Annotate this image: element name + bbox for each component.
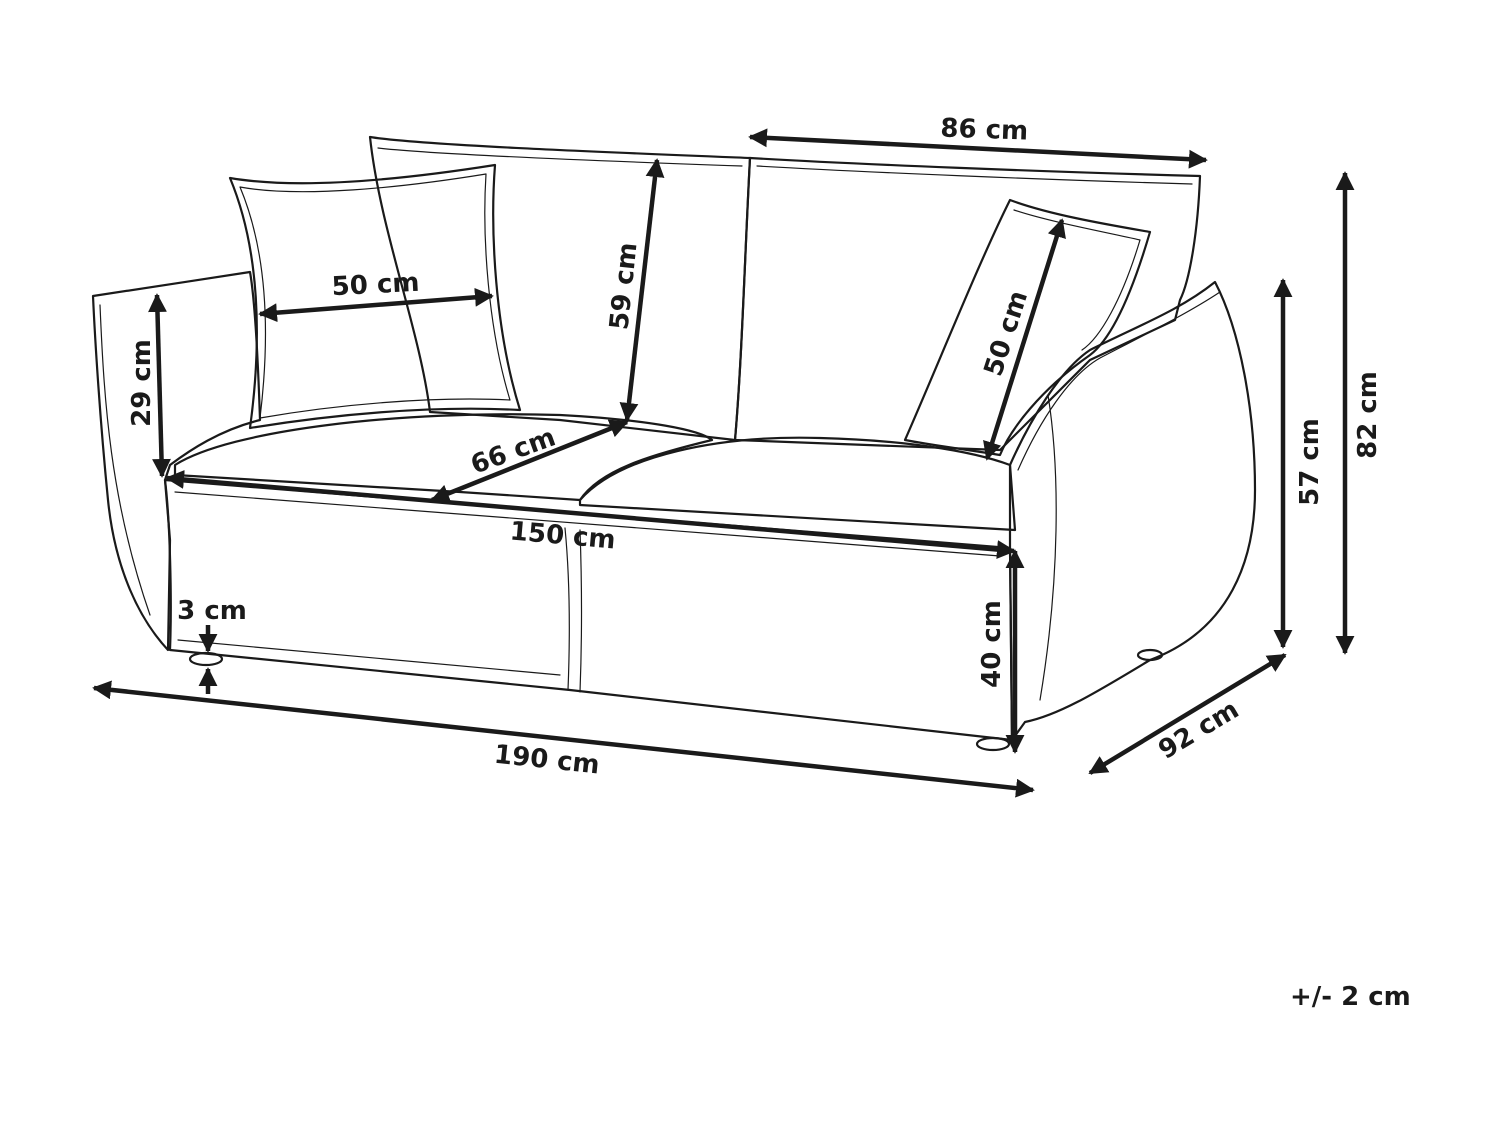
label-arm-total-height: 57 cm bbox=[1295, 418, 1325, 506]
arrow-150 bbox=[165, 470, 1016, 559]
leg-back-right bbox=[1136, 648, 1164, 662]
leg-front-right bbox=[975, 736, 1011, 752]
arrow-190 bbox=[92, 680, 1035, 798]
arrow-86 bbox=[748, 128, 1208, 169]
label-back-cushion-width: 86 cm bbox=[940, 113, 1029, 146]
arrow-pillow-left bbox=[258, 287, 494, 323]
leg-front-left bbox=[188, 651, 224, 667]
tolerance-note: +/- 2 cm bbox=[1290, 982, 1411, 1012]
left-pillow bbox=[228, 163, 522, 430]
right-armrest bbox=[1008, 280, 1257, 742]
label-armrest-height: 29 cm bbox=[127, 339, 157, 427]
arrow-29 bbox=[148, 293, 171, 478]
label-seat-depth: 66 cm bbox=[467, 422, 560, 480]
label-pillow-left-width: 50 cm bbox=[331, 268, 420, 303]
arrow-59 bbox=[619, 158, 665, 422]
seat-cushion-right bbox=[578, 436, 1017, 532]
arrow-pillow-right bbox=[983, 218, 1066, 461]
dimension-arrows bbox=[92, 128, 1355, 798]
label-seat-width: 150 cm bbox=[509, 516, 617, 555]
dimension-labels: 86 cm 50 cm 59 cm 50 cm 29 cm 66 cm 150 … bbox=[127, 113, 1383, 780]
label-leg-height: 3 cm bbox=[177, 596, 247, 626]
label-total-height: 82 cm bbox=[1353, 371, 1383, 459]
left-armrest bbox=[91, 270, 262, 652]
front-panel bbox=[163, 478, 1014, 742]
label-total-width: 190 cm bbox=[493, 740, 601, 781]
label-seat-height: 40 cm bbox=[977, 600, 1007, 688]
back-cushion-right bbox=[733, 156, 1202, 452]
sofa-outline bbox=[91, 135, 1257, 752]
arrow-92 bbox=[1088, 653, 1287, 775]
